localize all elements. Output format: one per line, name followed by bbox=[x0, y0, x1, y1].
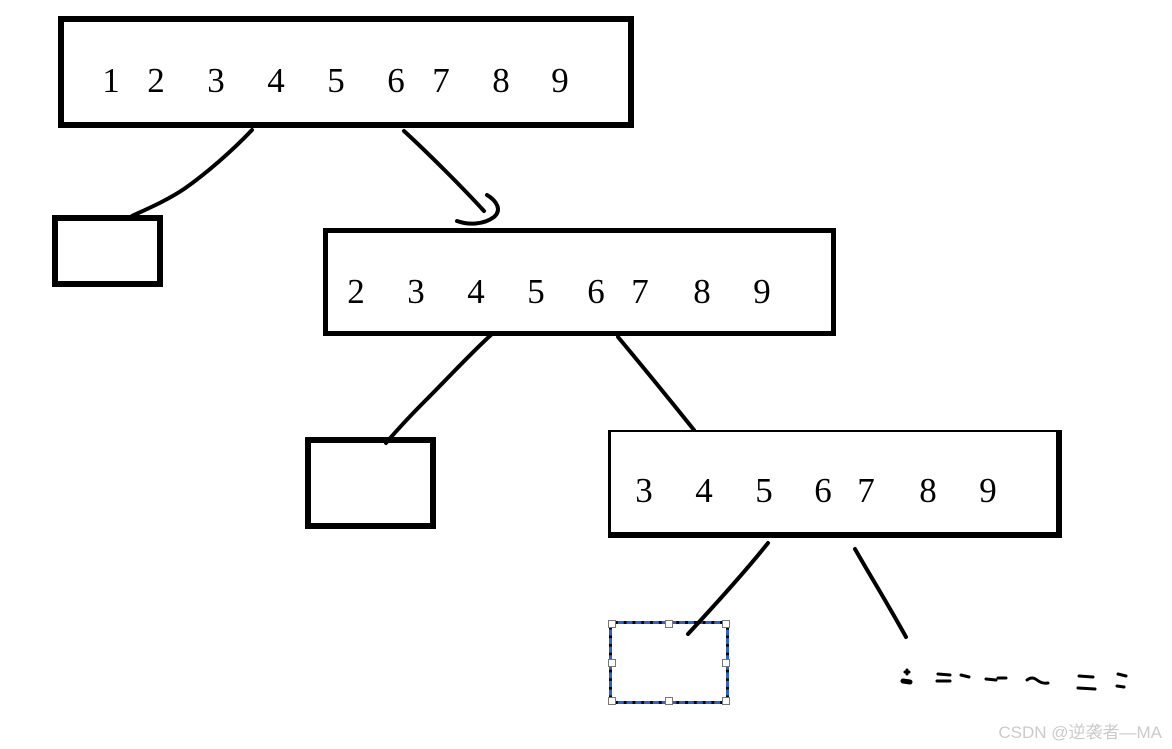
connector-level3-right bbox=[853, 547, 908, 639]
arrowhead-hook-icon bbox=[455, 193, 500, 226]
array-strip-3: 3 4 5 6 7 8 9 bbox=[608, 430, 1062, 538]
selection-handle-bottom-right[interactable] bbox=[722, 697, 730, 705]
empty-result-box-1 bbox=[52, 215, 163, 287]
array-value: 9 bbox=[753, 272, 771, 311]
array-value: 2 bbox=[147, 61, 165, 100]
selection-marching-ants bbox=[609, 621, 729, 704]
array-value: 5 bbox=[527, 272, 545, 311]
array-value: 7 bbox=[432, 61, 450, 100]
array-strip-2: 2 3 4 5 6 7 8 9 bbox=[323, 228, 836, 336]
connector-level2-left bbox=[384, 332, 494, 445]
selection-handle-top-right[interactable] bbox=[722, 620, 730, 628]
connector-level2-right bbox=[616, 335, 696, 432]
array-value: 9 bbox=[979, 471, 997, 510]
array-value: 3 bbox=[635, 471, 653, 510]
array-value: 3 bbox=[207, 61, 225, 100]
array-value: 1 bbox=[102, 61, 120, 100]
selection-handle-mid-left[interactable] bbox=[608, 658, 616, 667]
connector-level1-right bbox=[402, 129, 486, 213]
array-value: 8 bbox=[693, 272, 711, 311]
array-value: 8 bbox=[919, 471, 937, 510]
array-value: 7 bbox=[857, 471, 875, 510]
faint-scribbles bbox=[900, 668, 1128, 691]
array-value: 7 bbox=[631, 272, 649, 311]
selection-handle-mid-right[interactable] bbox=[722, 658, 730, 667]
connector-level1-left bbox=[130, 128, 254, 218]
array-value: 6 bbox=[387, 61, 405, 100]
array-value: 6 bbox=[587, 272, 605, 311]
selection-handle-bottom-center[interactable] bbox=[665, 697, 673, 705]
array-value: 3 bbox=[407, 272, 425, 311]
selection-handle-top-center[interactable] bbox=[665, 620, 673, 628]
array-value: 8 bbox=[492, 61, 510, 100]
array-value: 4 bbox=[467, 272, 485, 311]
array-strip-1: 1 2 3 4 5 6 7 8 9 bbox=[58, 16, 634, 128]
array-value: 9 bbox=[551, 61, 569, 100]
selection-handle-top-left[interactable] bbox=[608, 620, 616, 628]
array-value: 4 bbox=[267, 61, 285, 100]
selection-box[interactable] bbox=[608, 620, 730, 705]
empty-result-box-2 bbox=[305, 437, 436, 529]
watermark-text: CSDN @逆袭者—MA bbox=[998, 723, 1162, 742]
array-value: 4 bbox=[695, 471, 713, 510]
selection-handle-bottom-left[interactable] bbox=[608, 697, 616, 705]
array-value: 5 bbox=[755, 471, 773, 510]
array-value: 6 bbox=[814, 471, 832, 510]
array-value: 5 bbox=[327, 61, 345, 100]
array-value: 2 bbox=[347, 272, 365, 311]
